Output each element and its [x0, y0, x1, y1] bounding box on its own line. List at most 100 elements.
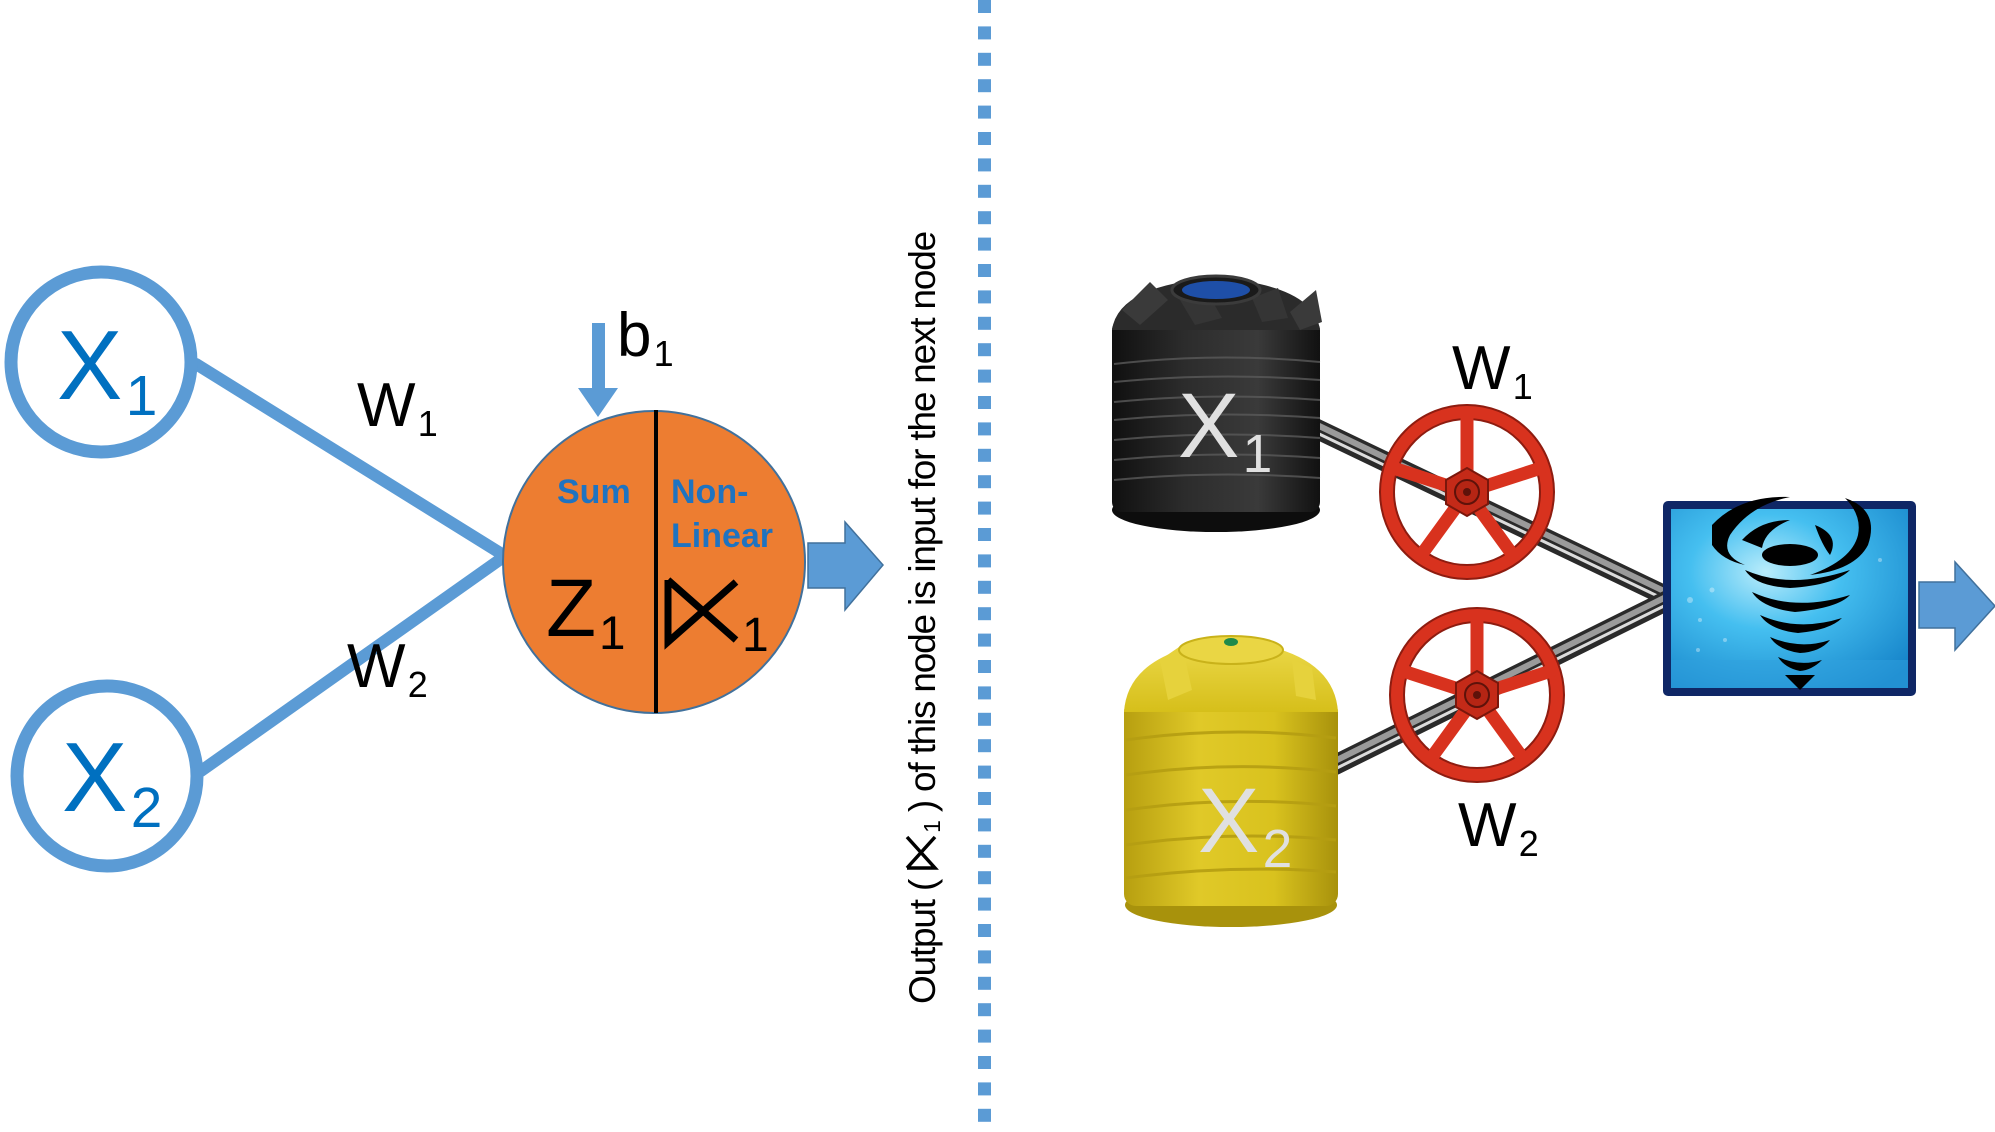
caption-alpha-subscript: 1 — [918, 821, 945, 833]
tank-label-x1: X1 — [1178, 380, 1272, 481]
divider-dash — [978, 0, 991, 13]
divider-dash — [978, 501, 991, 515]
valve-label-w2: W2 — [1458, 795, 1539, 862]
tank-symbol: X — [1198, 770, 1260, 872]
input-node-x2 — [10, 679, 204, 873]
divider-dash — [978, 105, 991, 119]
valve-w2 — [1389, 607, 1565, 783]
divider-dash — [978, 1029, 991, 1043]
divider-dash — [978, 792, 991, 805]
weight-subscript: 1 — [417, 403, 438, 445]
valve-w1 — [1379, 404, 1555, 580]
node-sum-symbol: Z1 — [546, 568, 625, 658]
divider-dash — [978, 422, 991, 436]
tank-subscript: 1 — [1242, 424, 1273, 484]
tank-symbol: X — [1178, 375, 1240, 477]
weight-label-w1: W1 — [357, 375, 438, 442]
divider-dash — [978, 290, 991, 304]
node-nonlinear-line2: Linear — [671, 517, 774, 556]
divider-dash — [978, 607, 991, 621]
divider-dash — [978, 132, 991, 145]
tornado-icon — [1712, 496, 1872, 690]
divider-dash — [978, 448, 991, 462]
node-nonlinear-label: Non- Linear — [671, 470, 773, 558]
input-symbol: X — [62, 722, 128, 832]
bias-subscript: 1 — [653, 333, 674, 375]
caption-prefix: Output ( — [902, 879, 943, 1004]
node-sum-label: Sum — [557, 473, 631, 511]
divider-dash — [978, 237, 991, 251]
bias-symbol: b — [617, 301, 652, 370]
weight-subscript: 1 — [1512, 366, 1533, 408]
divider-dash — [978, 950, 991, 964]
divider-dash — [978, 976, 991, 990]
input-subscript: 1 — [125, 364, 158, 428]
weight-symbol: W — [347, 632, 406, 701]
tank-x1-black — [1112, 274, 1322, 532]
edge-x2-to-node — [195, 550, 511, 777]
input-node-x1 — [4, 265, 198, 459]
caption-suffix: ) of this node is input for the next nod… — [902, 231, 943, 813]
caption-alpha-icon — [897, 833, 947, 871]
input-label-x2: X2 — [62, 728, 162, 837]
divider-dash — [978, 818, 991, 832]
divider-dash — [978, 1108, 991, 1122]
divider-dash — [978, 871, 991, 885]
tank-subscript: 2 — [1262, 819, 1293, 879]
divider-caption-vertical: Output ( 1 ) of this node is input for t… — [893, 231, 945, 1004]
divider-dash — [978, 316, 991, 330]
divider-dash — [978, 264, 991, 277]
divider-dash — [978, 897, 991, 911]
divider-dash — [978, 475, 991, 489]
divider-dash — [978, 580, 991, 594]
divider-dash — [978, 158, 991, 172]
divider-dash — [978, 844, 991, 858]
weight-subscript: 2 — [1518, 823, 1539, 865]
activation-subscript: 1 — [742, 609, 769, 662]
node-output-arrow — [807, 520, 884, 613]
divider-dash — [978, 528, 991, 541]
divider-dash — [978, 1056, 991, 1069]
divider-dash — [978, 211, 991, 225]
divider-dash — [978, 79, 991, 93]
divider-dash — [978, 712, 991, 726]
divider-dash — [978, 343, 991, 357]
divider-dash — [978, 765, 991, 779]
divider-dash — [978, 184, 991, 198]
weight-symbol: W — [357, 371, 416, 440]
node-activation-symbol: 1 — [662, 572, 782, 662]
panel-divider-dotted-line — [978, 0, 991, 1122]
divider-dash — [978, 739, 991, 753]
mixer-output-arrow — [1918, 560, 1995, 652]
weight-subscript: 2 — [407, 664, 428, 706]
sum-subscript: 1 — [598, 607, 626, 661]
input-label-x1: X1 — [57, 316, 157, 425]
divider-dash — [978, 660, 991, 673]
tank-label-x2: X2 — [1198, 775, 1292, 876]
edge-x1-to-node — [190, 358, 511, 562]
divider-dash — [978, 554, 991, 568]
weight-label-w2: W2 — [347, 636, 428, 703]
alpha-activation-icon — [664, 577, 739, 650]
node-nonlinear-line1: Non- — [671, 473, 749, 511]
divider-dash — [978, 1003, 991, 1017]
divider-dash — [978, 369, 991, 383]
divider-dash — [978, 633, 991, 647]
divider-dash — [978, 1082, 991, 1096]
bias-label: b1 — [617, 305, 674, 372]
divider-dash — [978, 52, 991, 66]
divider-dash — [978, 26, 991, 40]
input-symbol: X — [57, 310, 123, 420]
tank-x2-yellow — [1124, 635, 1338, 927]
input-subscript: 2 — [130, 776, 163, 840]
bias-arrow — [578, 323, 618, 417]
weight-symbol: W — [1458, 791, 1517, 860]
divider-dash — [978, 686, 991, 700]
divider-dash — [978, 924, 991, 937]
sum-symbol: Z — [546, 563, 597, 654]
weight-symbol: W — [1452, 334, 1511, 403]
divider-dash — [978, 396, 991, 409]
valve-label-w1: W1 — [1452, 338, 1533, 405]
